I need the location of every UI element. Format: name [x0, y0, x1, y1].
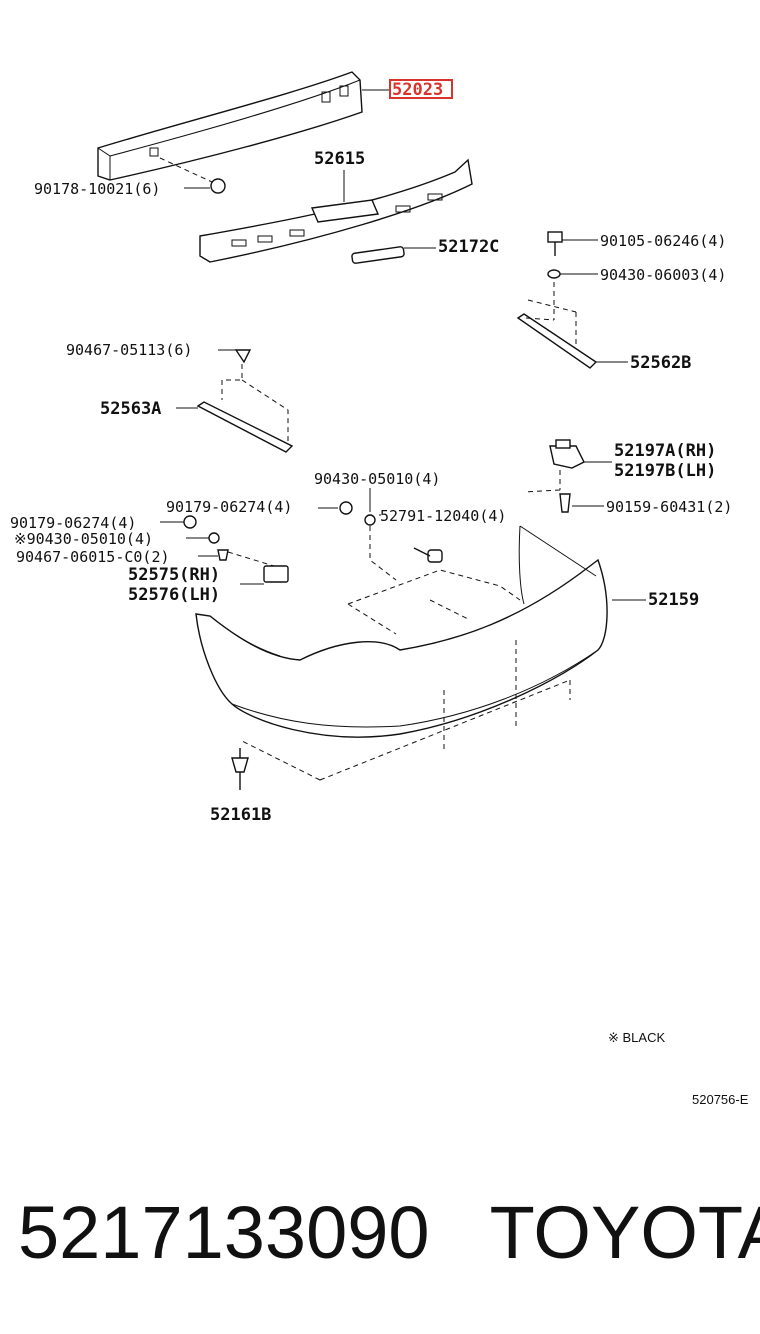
label-52197b[interactable]: 52197B(LH)	[614, 461, 716, 481]
note-black: ※ BLACK	[608, 1030, 665, 1045]
label-90105-06246[interactable]: 90105-06246(4)	[600, 232, 726, 250]
label-52562b[interactable]: 52562B	[630, 353, 691, 373]
label-52576[interactable]: 52576(LH)	[128, 585, 220, 605]
screw-52791	[379, 514, 443, 563]
bolt-part	[159, 157, 226, 194]
figure-code: 520756-E	[692, 1092, 749, 1107]
clip-52161b	[231, 748, 249, 790]
label-90430-05010-top[interactable]: 90430-05010(4)	[314, 470, 440, 488]
brand-name: TOYOTA	[489, 1191, 760, 1274]
label-90179-06274-left[interactable]: 90179-06274(4)	[10, 514, 136, 532]
label-90430-05010-left[interactable]: ※90430-05010(4)	[14, 530, 153, 548]
label-90467-05113[interactable]: 90467-05113(6)	[66, 341, 192, 359]
screw-90159	[559, 493, 604, 513]
retainer-52562b	[516, 299, 628, 369]
side-bracket	[523, 439, 612, 493]
label-52159[interactable]: 52159	[648, 590, 699, 610]
footer-caption: 5217133090 TOYOTA	[18, 1188, 760, 1278]
label-52023[interactable]: 52023	[392, 80, 443, 100]
left-fasteners	[160, 515, 289, 585]
highlight-box	[389, 79, 453, 99]
label-52563a[interactable]: 52563A	[100, 399, 161, 419]
label-90179-06274-center[interactable]: 90179-06274(4)	[166, 498, 292, 516]
label-90178-10021[interactable]: 90178-10021(6)	[34, 180, 160, 198]
part-number: 5217133090	[18, 1191, 430, 1274]
absorber-part	[199, 158, 473, 263]
label-90467-06015[interactable]: 90467-06015-C0(2)	[16, 548, 170, 566]
label-52172c[interactable]: 52172C	[438, 237, 499, 257]
label-52161b[interactable]: 52161B	[210, 805, 271, 825]
retainer-52563a	[176, 401, 294, 453]
washer-center	[364, 488, 397, 581]
bolt-right-top	[547, 231, 598, 348]
nut-center	[318, 501, 353, 515]
label-52197a[interactable]: 52197A(RH)	[614, 441, 716, 461]
label-90159-60431[interactable]: 90159-60431(2)	[606, 498, 732, 516]
label-52615[interactable]: 52615	[314, 149, 365, 169]
reinforcement-part	[97, 71, 390, 181]
label-52575[interactable]: 52575(RH)	[128, 565, 220, 585]
pin-part	[351, 246, 436, 264]
bumper-cover	[195, 525, 646, 781]
clip-part	[218, 349, 289, 444]
label-90430-06003[interactable]: 90430-06003(4)	[600, 266, 726, 284]
label-52791-12040[interactable]: 52791-12040(4)	[380, 507, 506, 525]
